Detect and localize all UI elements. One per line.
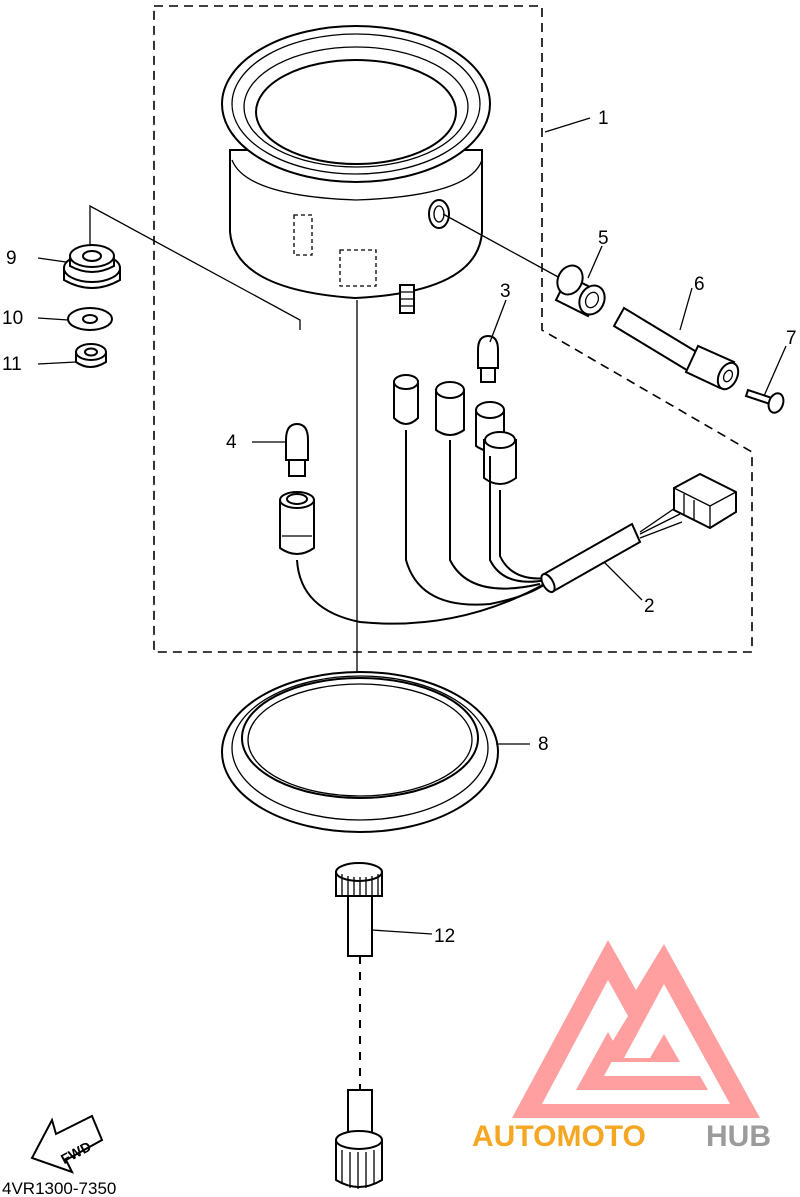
meter-cable xyxy=(335,862,383,1189)
tube xyxy=(612,306,740,391)
watermark-text-b: HUB xyxy=(706,1120,771,1153)
washer xyxy=(67,307,113,331)
nut xyxy=(75,343,107,368)
grommet xyxy=(63,244,121,289)
bushing xyxy=(554,264,606,318)
mount-leader-line xyxy=(89,204,301,330)
callout-4: 4 xyxy=(226,432,237,453)
callout-leaders xyxy=(37,117,787,935)
screw xyxy=(744,388,785,414)
callout-2: 2 xyxy=(644,596,655,617)
bulb-4 xyxy=(285,422,309,477)
callout-10: 10 xyxy=(2,308,23,329)
ring-gasket xyxy=(221,671,499,833)
wire-harness xyxy=(279,374,737,625)
callout-7: 7 xyxy=(786,328,797,349)
callout-5: 5 xyxy=(598,228,609,249)
meter-housing xyxy=(221,25,491,314)
watermark-text-a: AUTOMOTO xyxy=(472,1120,646,1153)
callout-3: 3 xyxy=(500,281,511,302)
callout-6: 6 xyxy=(694,274,705,295)
callout-8: 8 xyxy=(538,734,549,755)
callout-9: 9 xyxy=(6,248,17,269)
socket-leader-line xyxy=(442,213,561,279)
drawing-code: 4VR1300-7350 xyxy=(2,1179,116,1197)
watermark-logo xyxy=(512,940,760,1118)
callout-11: 11 xyxy=(2,354,22,375)
callout-1: 1 xyxy=(598,108,609,129)
callout-12: 12 xyxy=(434,926,455,947)
fwd-arrow: FWD xyxy=(30,1114,104,1174)
bulb-3 xyxy=(477,334,499,383)
